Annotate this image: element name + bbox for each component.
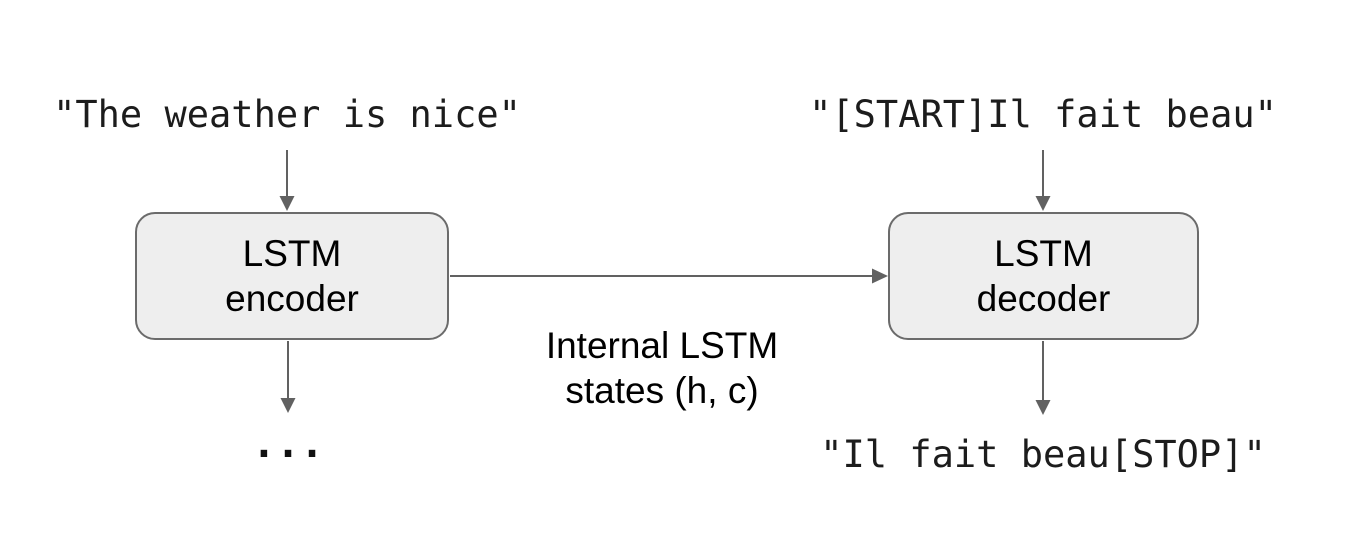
arrow-decoder-input (1035, 150, 1051, 211)
encoder-input-text: "The weather is nice" (53, 93, 521, 136)
encoder-box-label: LSTM encoder (225, 233, 359, 319)
decoder-box: LSTM decoder (888, 212, 1199, 340)
encoder-output-ellipsis: ... (251, 421, 325, 467)
decoder-input-text: "[START]Il fait beau" (809, 93, 1277, 136)
arrow-head (872, 268, 888, 284)
decoder-output-text: "Il fait beau[STOP]" (820, 433, 1266, 476)
encoder-box: LSTM encoder (135, 212, 449, 340)
transfer-states-label: Internal LSTM states (h, c) (545, 325, 779, 411)
decoder-box-label: LSTM decoder (976, 233, 1111, 319)
arrow-head (280, 398, 296, 413)
arrow-decoder-output (1035, 341, 1051, 415)
arrow-encoder-output (280, 341, 296, 413)
arrow-encoder-input (279, 150, 295, 211)
arrow-head (1035, 196, 1051, 211)
arrow-states-transfer (450, 268, 888, 284)
arrow-head (1035, 400, 1051, 415)
arrow-head (279, 196, 295, 211)
